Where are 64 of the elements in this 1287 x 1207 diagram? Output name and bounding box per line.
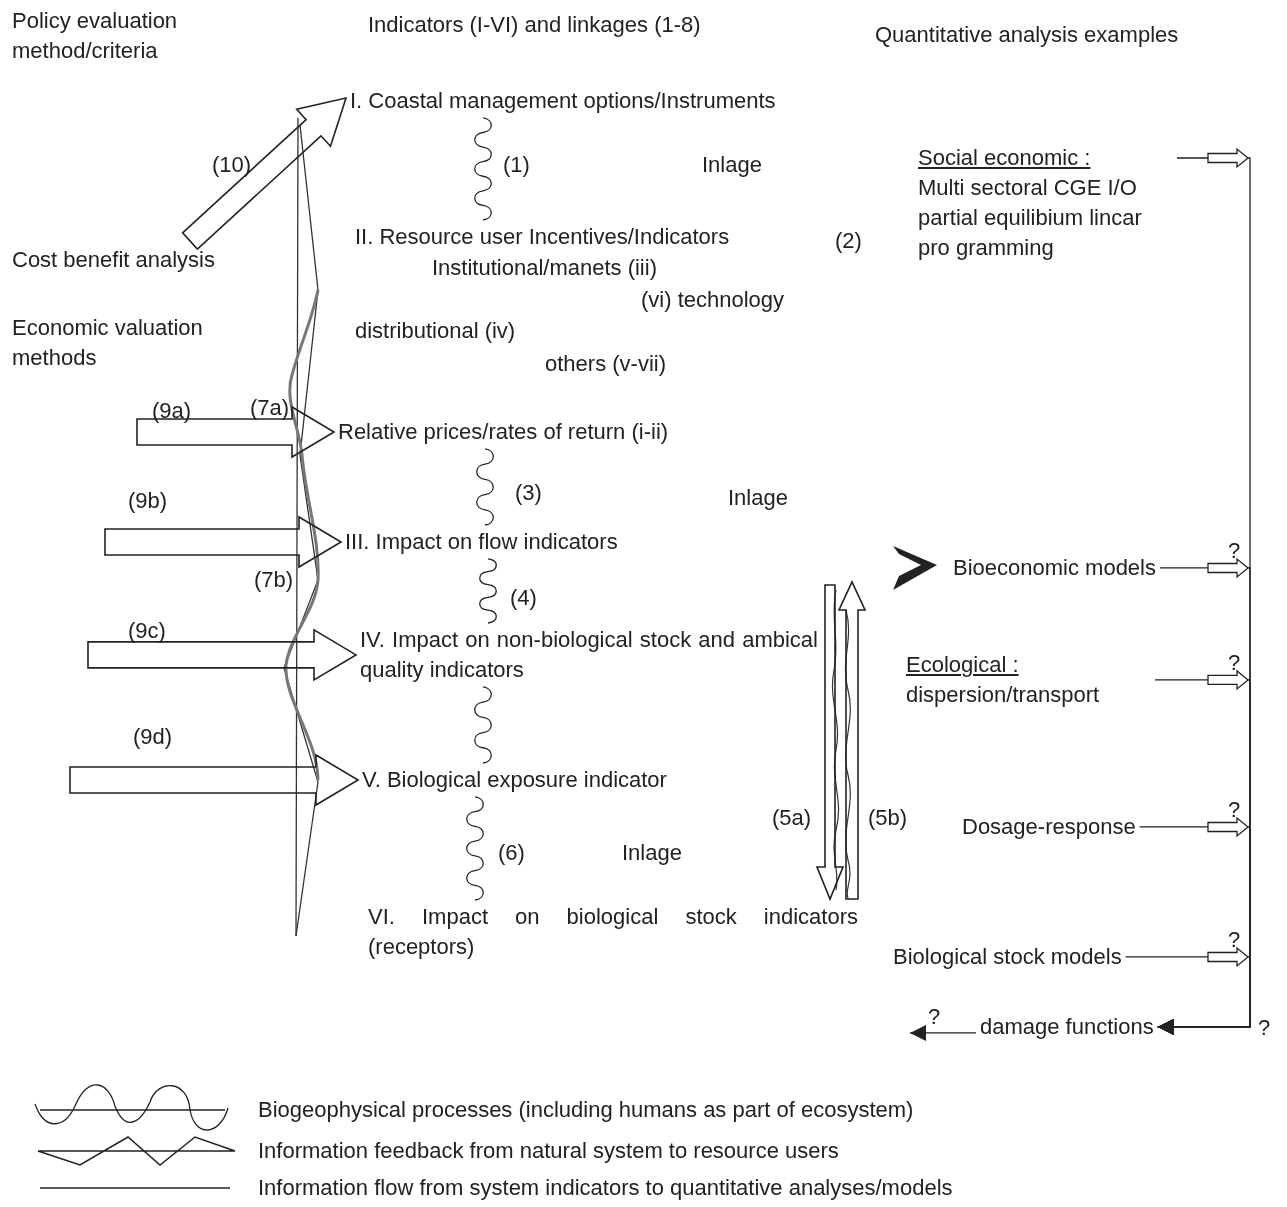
coil-line xyxy=(466,796,484,901)
indicator-label: (vi) technology xyxy=(641,286,785,314)
linkage-number: (2) xyxy=(835,227,862,255)
note-label: Inlage xyxy=(728,484,788,512)
edge-label: (5b) xyxy=(868,804,908,832)
connector-arrow xyxy=(909,1024,977,1041)
coil-line xyxy=(474,117,492,221)
edge-label: (9c) xyxy=(128,617,166,645)
section-heading: Social economic : xyxy=(918,144,1091,172)
model-label: Biological stock models xyxy=(893,942,1122,972)
edge-label: (10) xyxy=(212,151,252,179)
note-label: Inlage xyxy=(622,839,682,867)
indicator-label: VI. Impact on biological stock indicators (receptors) xyxy=(368,902,858,962)
note-label: Inlage xyxy=(702,151,762,179)
block-arrow xyxy=(181,96,348,251)
coil-line xyxy=(479,558,497,624)
section-heading: Ecological : xyxy=(906,651,1019,679)
connector-arrow xyxy=(1125,946,1251,1035)
method-label: Cost benefit analysis xyxy=(12,245,215,275)
model-list: Multi sectoral CGE I/O partial equilibium lincar pro gramming xyxy=(918,172,1173,263)
block-arrow xyxy=(136,405,336,459)
block-arrow xyxy=(815,584,845,902)
coil-line xyxy=(476,448,494,526)
linkage-number: (7b) xyxy=(254,566,294,594)
column-heading: Quantitative analysis examples xyxy=(875,21,1179,49)
edge-label: (9a) xyxy=(152,397,192,425)
block-arrow xyxy=(104,515,343,569)
indicator-label: Institutional/manets (iii) xyxy=(432,254,657,282)
edge-label: ? xyxy=(1228,795,1241,824)
column-heading: Policy evaluation method/criteria xyxy=(12,7,179,65)
legend-label: Biogeophysical processes (including humans as part of ecosystem) xyxy=(258,1097,914,1123)
edge-label: (6) xyxy=(498,839,525,867)
column-heading: Indicators (I-VI) and linkages (1-8) xyxy=(368,11,701,39)
indicator-label: IV. Impact on non-biological stock and ambical quality indicators xyxy=(360,625,818,685)
edge-label: (3) xyxy=(515,479,542,507)
indicator-label: II. Resource user Incentives/Indicators xyxy=(355,222,730,252)
edge-label: ? xyxy=(1228,536,1241,565)
edge-label: ? xyxy=(1228,648,1241,677)
edge-label: ? xyxy=(1228,925,1241,954)
block-arrow xyxy=(69,753,360,807)
question-mark: ? xyxy=(1258,1014,1271,1042)
block-arrow xyxy=(837,545,937,900)
model-label: dispersion/transport xyxy=(906,680,1101,709)
legend-label: Information feedback from natural system to resource users xyxy=(258,1138,839,1164)
model-label: Bioeconomic models xyxy=(953,553,1156,583)
coil-line xyxy=(474,686,492,764)
edge-label: (4) xyxy=(510,584,537,612)
model-label: damage functions xyxy=(980,1012,1154,1042)
edge-label: (9b) xyxy=(128,487,168,515)
indicator-label: others (v-vii) xyxy=(545,350,666,378)
edge-label: (1) xyxy=(503,151,530,179)
method-label: Economic valuation methods xyxy=(12,313,252,373)
indicator-label: distributional (iv) xyxy=(355,317,516,345)
linkage-number: (7a) xyxy=(250,394,290,422)
model-label: Dosage-response xyxy=(962,812,1136,842)
indicator-label: V. Biological exposure indicator xyxy=(362,765,667,795)
indicator-label: I. Coastal management options/Instruments xyxy=(350,86,776,116)
edge-label: (9d) xyxy=(133,723,173,751)
indicator-label: III. Impact on flow indicators xyxy=(345,527,618,557)
edge-label: ? xyxy=(928,1003,941,1031)
indicator-label: Relative prices/rates of return (i-ii) xyxy=(338,417,669,447)
legend-label: Information flow from system indicators to quantitative analyses/models xyxy=(258,1175,953,1201)
edge-label: (5a) xyxy=(772,804,812,832)
block-arrow xyxy=(87,628,358,682)
